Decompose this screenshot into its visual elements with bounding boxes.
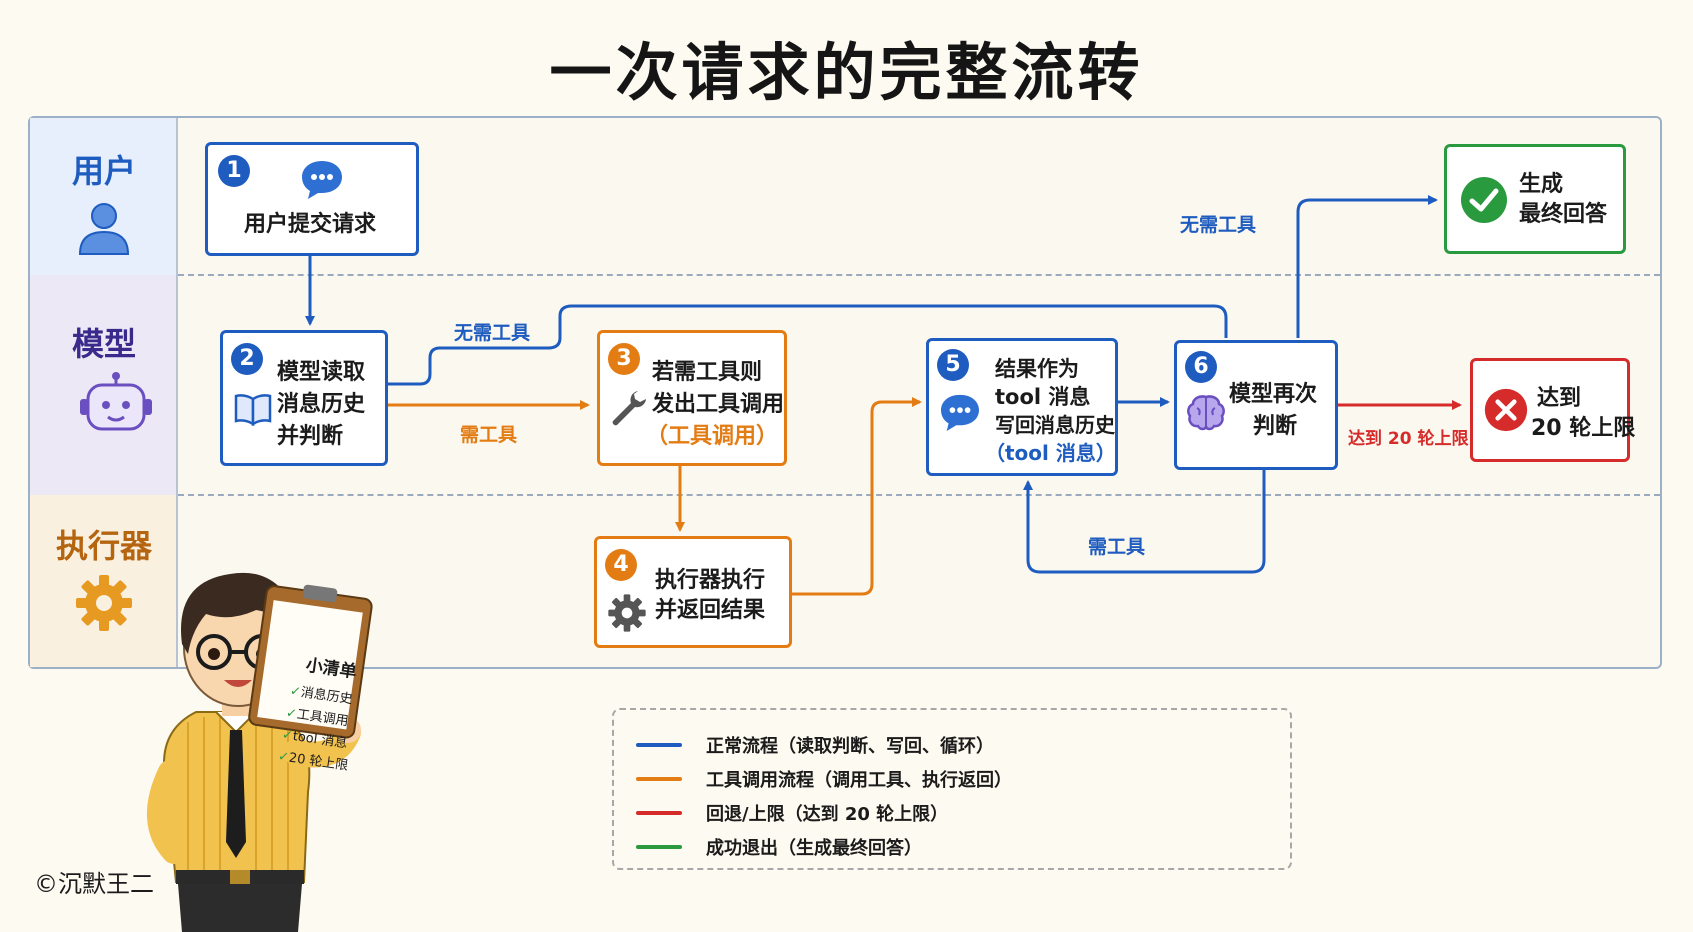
step-5-box: 5 结果作为 tool 消息 写回消息历史 （tool 消息） <box>926 338 1118 476</box>
step-3-line-2: 发出工具调用 <box>652 392 785 417</box>
step-4-number: 4 <box>605 549 637 581</box>
step-3-number: 3 <box>608 343 640 375</box>
legend-swatch <box>636 845 682 849</box>
step-3-tool-call-note: （工具调用） <box>646 424 779 449</box>
legend-swatch <box>636 743 682 747</box>
step-3-box: 3 若需工具则 发出工具调用 （工具调用） <box>597 330 787 466</box>
step-2-number: 2 <box>231 343 263 375</box>
lane-user-label: 用户 <box>71 152 136 190</box>
edge-2-no-tool <box>388 304 1228 386</box>
step-1-box: 1 用户提交请求 <box>205 142 419 256</box>
step-4-line-1: 执行器执行 <box>655 568 766 593</box>
success-line-1: 生成 <box>1519 172 1564 197</box>
legend-text: 正常流程（读取判断、写回、循环） <box>706 736 994 757</box>
edge-4-to-5 <box>792 397 922 596</box>
book-icon <box>234 394 272 427</box>
lane-user: 用户 <box>30 118 178 275</box>
step-1-number: 1 <box>218 155 250 187</box>
step-3-line-3: （工具调用） <box>646 421 778 452</box>
legend-swatch <box>636 777 682 781</box>
step-5-line-1: 结果作为 <box>995 357 1079 381</box>
lane-divider-model-executor <box>178 494 1660 496</box>
edge-label-no-tool-1: 无需工具 <box>454 322 531 344</box>
step-1-text: 用户提交请求 <box>244 212 377 237</box>
chat-bubble-icon <box>302 161 342 199</box>
success-line-2: 最终回答 <box>1519 202 1608 227</box>
wrench-icon <box>612 391 646 426</box>
page-title: 一次请求的完整流转 <box>549 36 1144 109</box>
gear-icon <box>608 594 646 632</box>
robot-icon <box>80 372 152 431</box>
step-6-box: 6 模型再次 判断 <box>1174 340 1338 470</box>
step-5-line-3: 写回消息历史 <box>995 413 1115 437</box>
step-6-line-1: 模型再次 <box>1229 382 1318 407</box>
legend-text: 成功退出（生成最终回答） <box>706 838 922 859</box>
character-illustration <box>147 572 373 932</box>
legend-text: 回退/上限（达到 20 轮上限） <box>706 804 949 825</box>
user-icon <box>78 203 130 255</box>
edge-label-limit: 达到 20 轮上限 <box>1348 429 1469 449</box>
gear-icon <box>76 575 132 631</box>
check-circle-icon <box>1461 177 1507 223</box>
step-6-number: 6 <box>1185 351 1217 383</box>
edge-label-need-tool-1: 需工具 <box>460 424 518 446</box>
step-5-line-2: tool 消息 <box>995 385 1091 409</box>
step-3-line-1: 若需工具则 <box>652 360 763 385</box>
legend-text: 工具调用流程（调用工具、执行返回） <box>706 770 1012 791</box>
lane-model: 模型 <box>30 275 178 495</box>
lane-model-label: 模型 <box>71 325 136 363</box>
step-5-number: 5 <box>937 349 969 381</box>
step-4-line-2: 并返回结果 <box>655 598 766 623</box>
edge-label-no-tool-2: 无需工具 <box>1180 214 1257 236</box>
lane-executor: 执行器 <box>30 495 178 667</box>
limit-line-2: 20 轮上限 <box>1531 416 1636 441</box>
step-5-tool-message-note: （tool 消息） <box>985 441 1116 465</box>
limit-box: 达到 20 轮上限 <box>1470 358 1635 462</box>
step-2-box: 2 模型读取 消息历史 并判断 <box>220 330 388 466</box>
edge-6-need-tool-loop <box>1023 470 1266 574</box>
edge-label-need-tool-2: 需工具 <box>1088 536 1146 558</box>
chat-bubble-icon <box>941 394 979 431</box>
lane-executor-label: 执行器 <box>55 527 152 565</box>
step-4-box: 4 执行器执行 并返回结果 <box>594 536 792 648</box>
edge-6-to-success <box>1296 195 1438 338</box>
brain-icon <box>1187 395 1225 431</box>
step-2-line-3: 并判断 <box>277 424 344 449</box>
step-5-line-4: （tool 消息） <box>985 439 1116 467</box>
success-box: 生成 最终回答 <box>1444 144 1626 254</box>
x-circle-icon <box>1484 388 1528 432</box>
limit-line-1: 达到 <box>1537 386 1582 411</box>
step-6-line-2: 判断 <box>1253 414 1298 439</box>
lane-divider-user-model <box>178 274 1660 276</box>
legend-swatch <box>636 811 682 815</box>
copyright: ©沉默王二 <box>34 870 154 898</box>
step-2-line-2: 消息历史 <box>277 392 366 417</box>
legend: 正常流程（读取判断、写回、循环） 工具调用流程（调用工具、执行返回） 回退/上限… <box>612 708 1292 870</box>
step-2-line-1: 模型读取 <box>277 360 366 385</box>
